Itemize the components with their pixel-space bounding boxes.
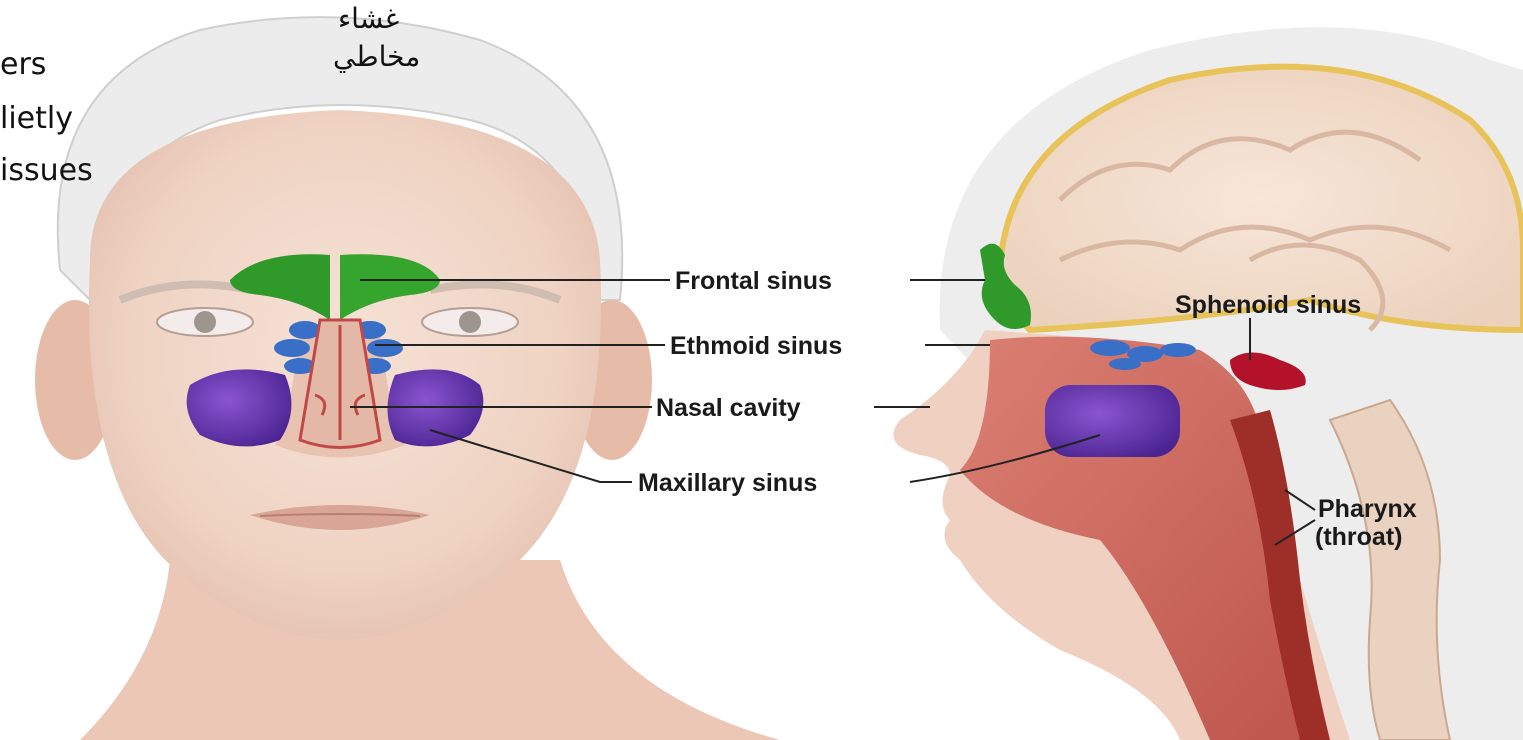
- label-throat: (throat): [1315, 523, 1402, 551]
- handwritten-note-line3: issues: [0, 153, 93, 188]
- label-ethmoid-sinus: Ethmoid sinus: [670, 332, 842, 360]
- label-frontal-sinus: Frontal sinus: [675, 267, 832, 295]
- label-pharynx: Pharynx: [1318, 495, 1417, 523]
- handwritten-note-line1: ers: [0, 47, 46, 82]
- handwritten-arabic-line2: مخاطي: [333, 40, 420, 73]
- label-maxillary-sinus: Maxillary sinus: [638, 469, 817, 497]
- label-nasal-cavity: Nasal cavity: [656, 394, 801, 422]
- handwritten-note-line2: lietly: [0, 101, 73, 136]
- handwritten-arabic-line1: غشاء: [338, 2, 399, 35]
- sagittal-head-illustration: [893, 27, 1523, 740]
- label-sphenoid-sinus: Sphenoid sinus: [1175, 291, 1361, 319]
